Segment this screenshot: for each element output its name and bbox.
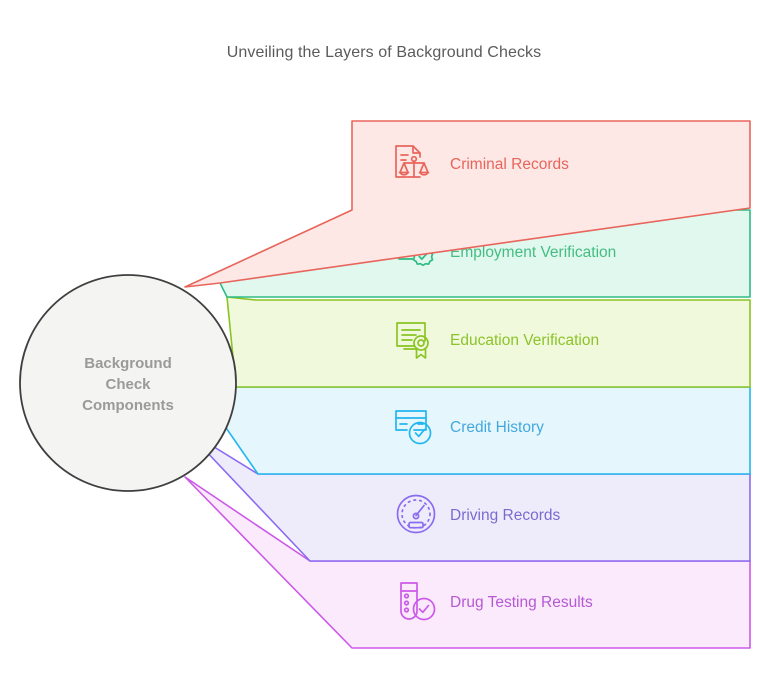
- band-shape: [184, 120, 751, 288]
- band-label: Education Verification: [450, 332, 599, 349]
- band-label: Credit History: [450, 419, 544, 436]
- credit-card-check-icon: [395, 410, 432, 445]
- center-node[interactable]: Background Check Components: [19, 274, 237, 492]
- speedometer-icon: [396, 494, 436, 534]
- band-criminal-records[interactable]: Criminal Records: [184, 120, 751, 288]
- band-label: Employment Verification: [450, 244, 616, 261]
- band-group: Drug Testing Results Driving Records: [184, 120, 751, 649]
- band-shape: [184, 476, 751, 649]
- band-label: Drug Testing Results: [450, 594, 593, 611]
- band-shape: [184, 428, 751, 562]
- document-scales-icon: [395, 145, 430, 178]
- hub-circle: [19, 274, 237, 492]
- band-driving-records[interactable]: Driving Records: [184, 428, 751, 562]
- page-title: Unveiling the Layers of Background Check…: [226, 44, 542, 61]
- certificate-award-icon: [396, 322, 429, 359]
- hub-label-line-3: Components: [82, 397, 174, 414]
- test-tube-check-icon: [400, 582, 436, 621]
- band-drug-testing-results[interactable]: Drug Testing Results: [184, 476, 751, 649]
- band-label: Criminal Records: [450, 156, 569, 173]
- hub-label-line-1: Background: [84, 355, 172, 372]
- band-education-verification[interactable]: Education Verification: [226, 296, 751, 388]
- band-label: Driving Records: [450, 507, 561, 524]
- band-credit-history[interactable]: Credit History: [194, 382, 751, 475]
- hub-label-line-2: Check: [105, 376, 151, 393]
